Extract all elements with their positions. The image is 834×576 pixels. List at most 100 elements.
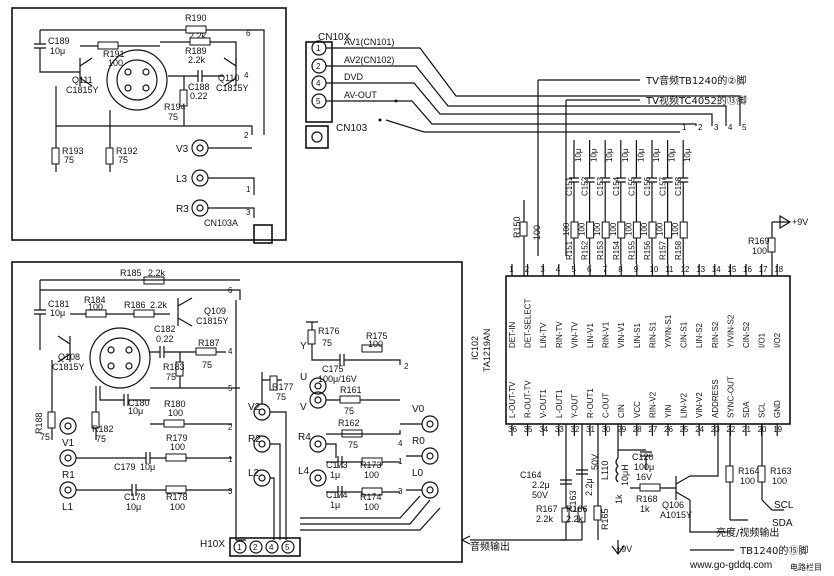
input-res-val: 100 xyxy=(671,222,680,236)
ic-bot-pin-label: SDA xyxy=(742,401,751,418)
ic-top-pin-label: LIN-V1 xyxy=(586,323,595,348)
c164-v2: 50V xyxy=(532,490,548,500)
r168-label: R168 xyxy=(636,494,658,504)
ic-bot-pin-num: 35 xyxy=(524,425,533,434)
r190-label: R190 xyxy=(185,13,207,23)
r187-value: 75 xyxy=(202,360,212,370)
r174-value: 100 xyxy=(364,502,379,512)
q106-type: A1015Y xyxy=(660,510,692,520)
top-node-4: 4 xyxy=(244,71,249,80)
v2-label: V2 xyxy=(248,402,261,413)
r161-resistor xyxy=(339,395,361,404)
ic-ref: IC102 xyxy=(470,336,480,360)
r179-value: 100 xyxy=(170,442,185,452)
v1-label: V1 xyxy=(62,438,75,449)
ic-bot-pin-label: L-OUT-TV xyxy=(508,381,517,418)
r192-resistor xyxy=(105,147,114,165)
y-jack xyxy=(309,377,327,395)
r166-label: R166 xyxy=(566,504,588,514)
c175-value: 100μ/16V xyxy=(318,374,357,384)
r2-label: R2 xyxy=(248,434,261,445)
ic-top-pin-label: VIN-V1 xyxy=(617,322,626,348)
ic-top-pin-label: Y/VIN-S2 xyxy=(726,314,735,348)
ic-top-pin-num: 18 xyxy=(774,265,783,274)
c120-label: C120 xyxy=(632,452,654,462)
bus-number: 1 xyxy=(682,123,687,132)
bot-node-5: 5 xyxy=(228,384,233,393)
input-res-val: 100 xyxy=(593,222,602,236)
input-cap-ref: C156 xyxy=(643,176,652,196)
ic-bot-pin-label: VIN-V2 xyxy=(695,392,704,418)
tv-video-note: TV视频TC4052的⑬脚 xyxy=(645,94,747,107)
ic-bot-pin-label: ADDRESS xyxy=(711,379,720,418)
r163-resistor xyxy=(757,465,766,483)
cn10x-pin-num: 4 xyxy=(316,79,321,88)
cn10x-pin-num: 2 xyxy=(316,62,321,71)
c163-label: C163 xyxy=(568,490,578,512)
input-resistor xyxy=(632,221,641,239)
top-video-block: 6 C189 10μ R190 2.2k R191 100 R189 2.2k … xyxy=(11,7,287,244)
input-resistor xyxy=(570,221,579,239)
q109-type: C1815Y xyxy=(196,316,229,326)
c181-value: 10μ xyxy=(50,308,65,318)
ic-bot-pin-label: SCL xyxy=(758,402,767,418)
r179-label: R179 xyxy=(166,433,188,443)
input-res-ref: R155 xyxy=(627,240,636,260)
c178-label: C178 xyxy=(124,492,146,502)
r177-value: 75 xyxy=(276,392,286,402)
r163-value: 100 xyxy=(772,476,787,486)
ic-input-caps: C15110μR151100C15210μR152100C15310μR1531… xyxy=(562,140,692,264)
cn10x-title: CN10X xyxy=(318,32,351,43)
input-res-ref: R158 xyxy=(674,240,683,260)
r191-resistor xyxy=(97,41,119,50)
r1-label: R1 xyxy=(62,470,75,481)
r176-resistor xyxy=(307,329,316,345)
r194-label: R194 xyxy=(164,102,186,112)
ic-bot-pin-num: 29 xyxy=(617,425,626,434)
r174-resistor xyxy=(361,487,383,496)
l2-label: L2 xyxy=(248,468,260,479)
v3-label: V3 xyxy=(176,144,189,155)
ic-top-pin-label: LIN-S2 xyxy=(695,323,704,348)
l1-label: L1 xyxy=(62,502,74,513)
c174-label: C174 xyxy=(326,490,348,500)
input-cap-val: 10μ xyxy=(621,148,630,162)
ic-top-pin-num: 14 xyxy=(712,265,721,274)
r188-resistor xyxy=(47,411,56,429)
r183-label: R183 xyxy=(163,362,185,372)
c174-value: 1μ xyxy=(330,500,340,510)
input-res-ref: R153 xyxy=(596,240,605,260)
c120-v2: 16V xyxy=(636,472,652,482)
bot-node-3: 3 xyxy=(228,487,233,496)
bottom-block-frame xyxy=(11,261,463,563)
r193-resistor xyxy=(51,147,60,165)
r173-label: R173 xyxy=(360,460,382,470)
r182-resistor xyxy=(91,411,100,429)
r150-resistor xyxy=(519,221,528,237)
bot-node-6: 6 xyxy=(228,286,233,295)
r192-value: 75 xyxy=(118,155,128,165)
r166-resistor xyxy=(577,507,586,523)
r189-label: R189 xyxy=(185,46,207,56)
h10x-label: H10X xyxy=(200,539,225,550)
cn103a-label: CN103A xyxy=(204,218,238,228)
r179-resistor xyxy=(165,453,187,462)
input-res-ref: R152 xyxy=(581,240,590,260)
ic-bot-pin-num: 19 xyxy=(773,425,782,434)
v1-jack xyxy=(59,417,77,435)
sda-label: SDA xyxy=(772,518,793,529)
r1-jack xyxy=(59,449,77,467)
input-cap-ref: C158 xyxy=(674,176,683,196)
c173-label: C173 xyxy=(326,460,348,470)
ic-top-pin-label: I/O1 xyxy=(758,332,767,348)
h10x-pin-num: 4 xyxy=(269,543,274,552)
r187-resistor xyxy=(195,347,217,356)
r184-value: 100 xyxy=(88,302,103,312)
r193-label: R193 xyxy=(62,146,84,156)
input-res-val: 100 xyxy=(640,222,649,236)
input-cap-val: 10μ xyxy=(590,148,599,162)
r180-label: R180 xyxy=(164,399,186,409)
ic-top-pin-num: 9 xyxy=(634,265,639,274)
